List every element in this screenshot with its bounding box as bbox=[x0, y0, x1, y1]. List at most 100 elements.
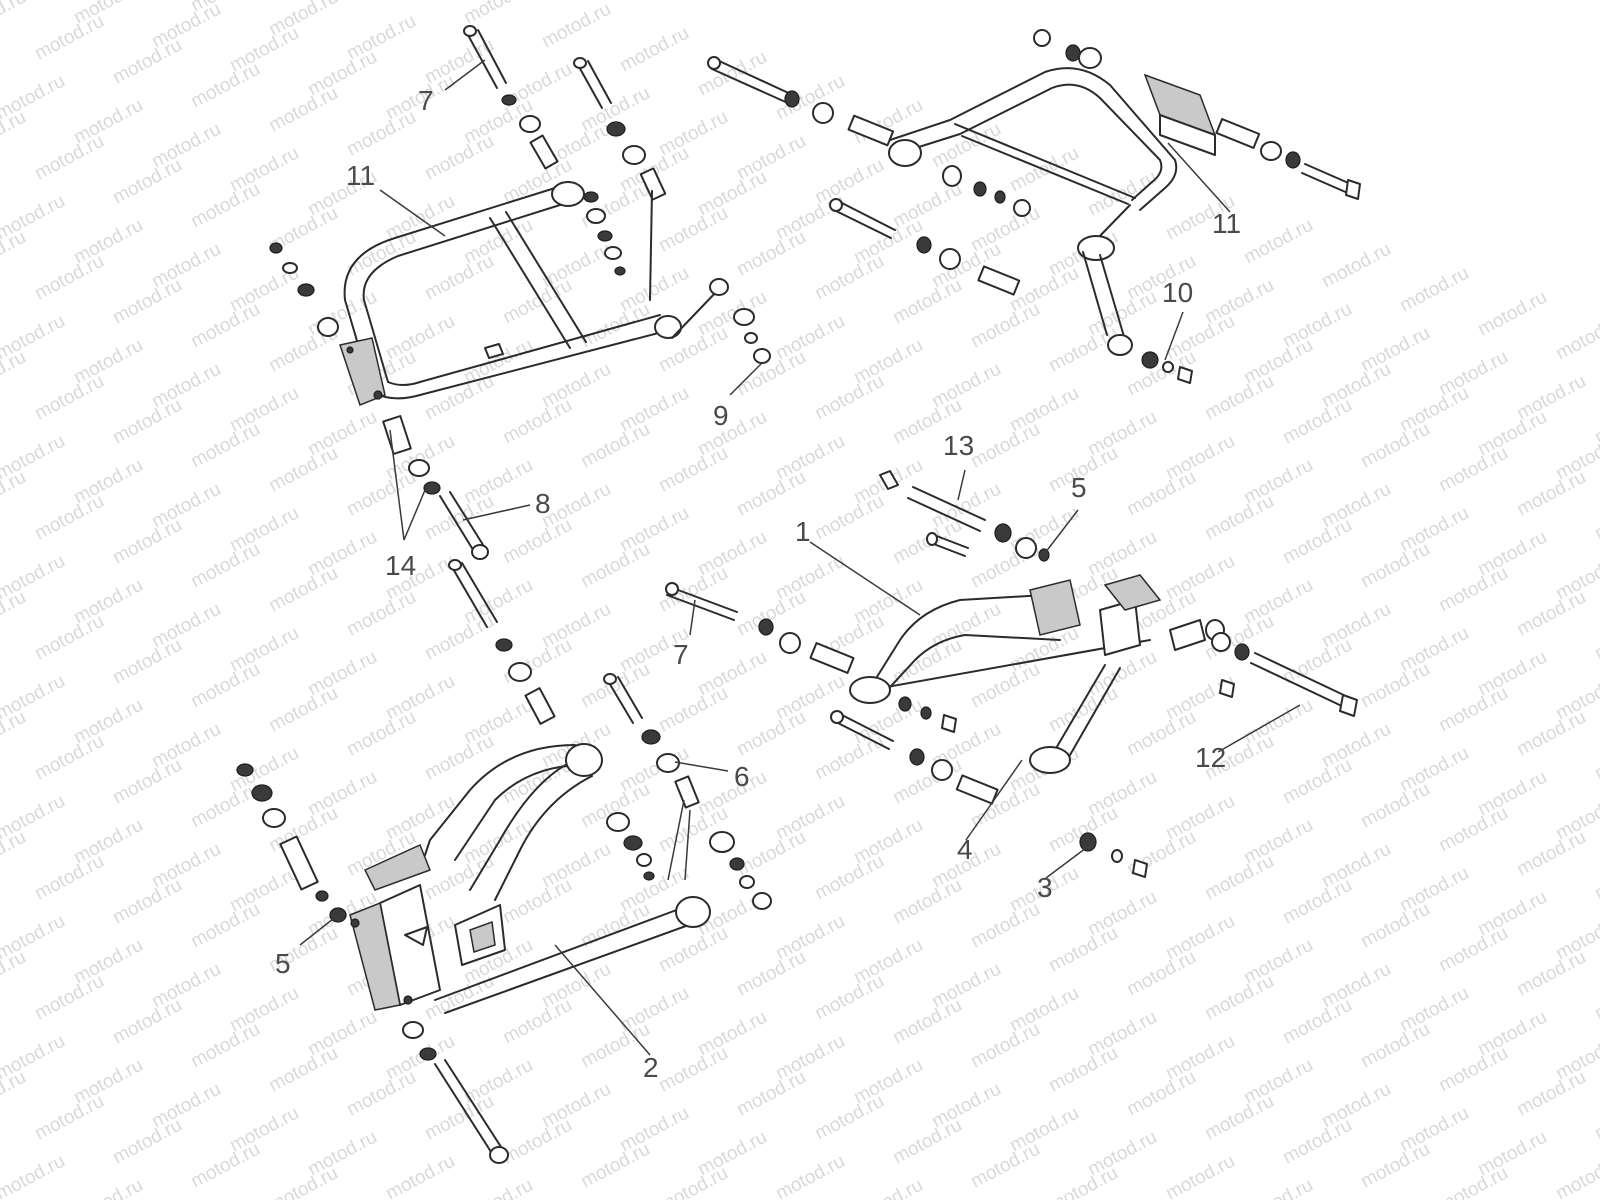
watermark-text: motod.ru bbox=[655, 1163, 731, 1200]
watermark-text: motod.ru bbox=[1357, 539, 1433, 593]
watermark-text: motod.ru bbox=[187, 179, 263, 233]
watermark-text: motod.ru bbox=[109, 395, 185, 449]
watermark-text: motod.ru bbox=[460, 1175, 536, 1200]
washer-stack-lower-left bbox=[236, 763, 437, 1061]
bolt-8 bbox=[439, 491, 489, 560]
second-bolt-upper-right bbox=[829, 198, 1021, 296]
watermark-text: motod.ru bbox=[655, 923, 731, 977]
watermark-text: motod.ru bbox=[733, 1067, 809, 1121]
watermark-text: motod.ru bbox=[967, 1139, 1043, 1193]
watermark-text: motod.ru bbox=[811, 731, 887, 785]
watermark-text: motod.ru bbox=[655, 203, 731, 257]
watermark-text: motod.ru bbox=[733, 827, 809, 881]
watermark-text: motod.ru bbox=[1396, 263, 1472, 317]
watermark-text: motod.ru bbox=[31, 11, 107, 65]
watermark-text: motod.ru bbox=[460, 0, 536, 28]
watermark-text: motod.ru bbox=[1552, 311, 1600, 365]
watermark-text: motod.ru bbox=[187, 59, 263, 113]
watermark-text: motod.ru bbox=[421, 851, 497, 905]
watermark-text: motod.ru bbox=[1357, 659, 1433, 713]
watermark-text: motod.ru bbox=[889, 995, 965, 1049]
bushing-stack-top-left bbox=[501, 94, 559, 170]
watermark-text: motod.ru bbox=[109, 755, 185, 809]
watermark-text: motod.ru bbox=[499, 755, 575, 809]
callout-3: 3 bbox=[1037, 872, 1053, 903]
watermark-text: motod.ru bbox=[1123, 707, 1199, 761]
watermark-text: motod.ru bbox=[0, 707, 30, 761]
watermark-text: motod.ru bbox=[577, 539, 653, 593]
callout-7-middle: 7 bbox=[673, 639, 689, 670]
watermark-text: motod.ru bbox=[889, 1115, 965, 1169]
watermark-text: motod.ru bbox=[733, 227, 809, 281]
watermark-text: motod.ru bbox=[31, 131, 107, 185]
watermark-text: motod.ru bbox=[265, 83, 341, 137]
upper-right-arm-assembly bbox=[707, 29, 1361, 384]
watermark-text: motod.ru bbox=[1435, 683, 1511, 737]
bolt-upper-right-long bbox=[707, 56, 796, 105]
watermark-text: motod.ru bbox=[0, 1151, 69, 1200]
watermark-text: motod.ru bbox=[1513, 467, 1589, 521]
watermark-text: motod.ru bbox=[187, 899, 263, 953]
bolt-lower-right-mid bbox=[830, 710, 999, 805]
callout-5-right: 5 bbox=[1071, 472, 1087, 503]
watermark-text: motod.ru bbox=[70, 1175, 146, 1200]
callout-5-left: 5 bbox=[275, 948, 291, 979]
watermark-text: motod.ru bbox=[109, 275, 185, 329]
watermark-text: motod.ru bbox=[1045, 923, 1121, 977]
bolt-lower-left-mid bbox=[603, 673, 700, 809]
watermark-text: motod.ru bbox=[1279, 515, 1355, 569]
watermark-text: motod.ru bbox=[343, 467, 419, 521]
watermark-text: motod.ru bbox=[655, 683, 731, 737]
watermark-text: motod.ru bbox=[421, 731, 497, 785]
bushing-stack-9 bbox=[733, 308, 771, 364]
lower-right-frame bbox=[849, 574, 1225, 774]
watermark-text: motod.ru bbox=[616, 23, 692, 77]
watermark-text: motod.ru bbox=[265, 563, 341, 617]
watermark-text: motod.ru bbox=[811, 851, 887, 905]
watermark-text: motod.ru bbox=[0, 347, 30, 401]
callout-7-top: 7 bbox=[418, 85, 434, 116]
upper-right-frame bbox=[888, 67, 1217, 356]
watermark-text: motod.ru bbox=[265, 1043, 341, 1097]
callout-12: 12 bbox=[1195, 742, 1226, 773]
watermark-text: motod.ru bbox=[31, 731, 107, 785]
watermark-text: motod.ru bbox=[577, 659, 653, 713]
watermark-text: motod.ru bbox=[1279, 1115, 1355, 1169]
watermark-text: motod.ru bbox=[382, 0, 458, 4]
watermark-text: motod.ru bbox=[1591, 731, 1600, 785]
watermark-text: motod.ru bbox=[0, 1067, 30, 1121]
watermark-text: motod.ru bbox=[31, 611, 107, 665]
watermark-text: motod.ru bbox=[109, 1115, 185, 1169]
bushing-stack-14 bbox=[382, 415, 441, 495]
watermark-text: motod.ru bbox=[1201, 851, 1277, 905]
bushing-stack-right-lower-left bbox=[606, 812, 772, 910]
watermark-text: motod.ru bbox=[0, 0, 30, 40]
watermark-text: motod.ru bbox=[1435, 443, 1511, 497]
watermark-text: motod.ru bbox=[1435, 803, 1511, 857]
part-number-labels: 7 11 11 10 9 13 5 8 1 14 7 12 6 4 3 5 2 bbox=[275, 85, 1241, 1083]
watermark-text: motod.ru bbox=[1591, 851, 1600, 905]
watermark-text: motod.ru bbox=[421, 251, 497, 305]
watermark-text: motod.ru bbox=[811, 371, 887, 425]
watermark-text: motod.ru bbox=[499, 995, 575, 1049]
watermark-text: motod.ru bbox=[109, 515, 185, 569]
watermark-text: motod.ru bbox=[499, 395, 575, 449]
watermark-text: motod.ru bbox=[1201, 1091, 1277, 1145]
watermark-text: motod.ru bbox=[31, 251, 107, 305]
watermark-text: motod.ru bbox=[1045, 683, 1121, 737]
bolt-lower-left-top bbox=[448, 559, 556, 725]
upper-arm-frame bbox=[339, 181, 682, 406]
watermark-text: motod.ru bbox=[109, 155, 185, 209]
watermark-text: motod.ru bbox=[1357, 419, 1433, 473]
watermark-text: motod.ru bbox=[1357, 779, 1433, 833]
watermark-text: motod.ru bbox=[0, 587, 30, 641]
watermark-text: motod.ru bbox=[343, 1067, 419, 1121]
bushings-lower-right-left bbox=[665, 582, 957, 733]
watermark-text: motod.ru bbox=[1591, 1091, 1600, 1145]
callout-10: 10 bbox=[1162, 277, 1193, 308]
watermark-text: motod.ru bbox=[1474, 287, 1550, 341]
watermark-text: motod.ru bbox=[577, 179, 653, 233]
watermark-text: motod.ru bbox=[577, 899, 653, 953]
watermark-text: motod.ru bbox=[772, 1151, 848, 1200]
